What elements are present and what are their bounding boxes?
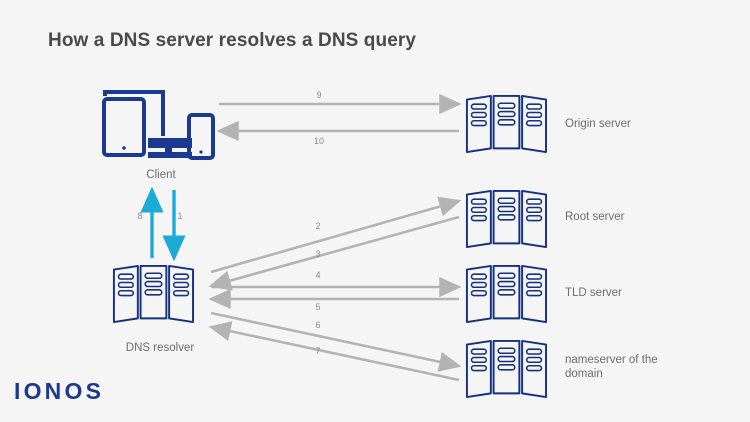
arrow-label-3: 3 xyxy=(315,249,321,259)
arrow-2 xyxy=(210,196,462,274)
label-nameserver: nameserver of the domain xyxy=(565,354,658,380)
arrow-label-9: 9 xyxy=(316,90,322,100)
arrow-3 xyxy=(208,215,460,291)
server-icon-nameserver xyxy=(465,339,548,399)
server-icon-origin xyxy=(465,94,548,154)
arrow-label-2: 2 xyxy=(315,221,321,231)
server-icon-tld xyxy=(465,264,548,324)
arrow-label-5: 5 xyxy=(315,302,321,312)
arrow-label-4: 4 xyxy=(315,270,321,280)
client-devices-icon xyxy=(102,90,215,160)
server-icon-dns-resolver xyxy=(112,264,195,324)
page-title: How a DNS server resolves a DNS query xyxy=(48,30,417,51)
arrow-6 xyxy=(210,311,462,372)
label-root: Root server xyxy=(565,211,625,223)
ionos-logo: IONOS xyxy=(14,378,105,404)
label-dns-resolver: DNS resolver xyxy=(125,342,195,354)
arrow-label-10: 10 xyxy=(313,136,324,146)
arrow-7 xyxy=(208,321,460,382)
arrow-label-1: 1 xyxy=(177,211,183,221)
arrow-label-7: 7 xyxy=(315,346,321,356)
label-client: Client xyxy=(146,169,176,181)
arrow-label-6: 6 xyxy=(315,320,321,330)
label-origin: Origin server xyxy=(565,118,631,130)
arrow-label-8: 8 xyxy=(137,211,143,221)
label-tld: TLD server xyxy=(565,287,622,299)
server-icon-root xyxy=(465,189,548,249)
